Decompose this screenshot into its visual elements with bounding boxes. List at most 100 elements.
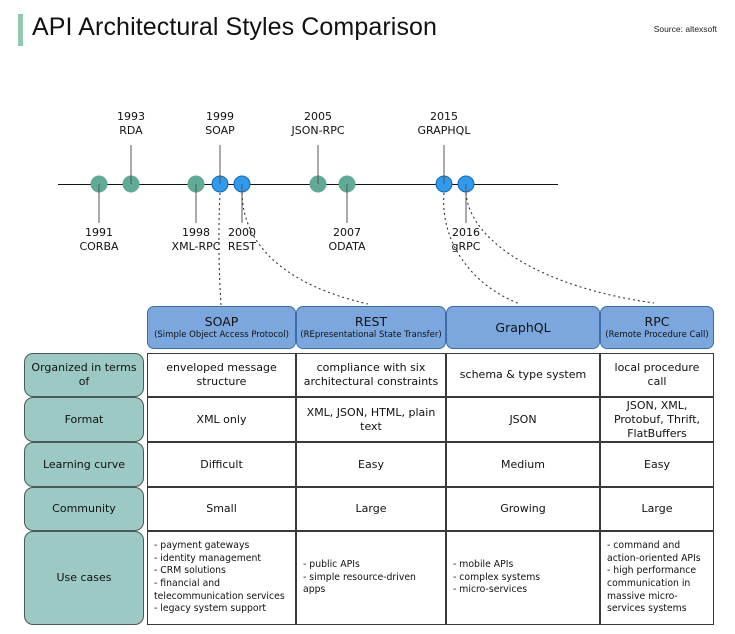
title-accent-bar (18, 14, 23, 46)
timeline-year: 2015 (430, 110, 458, 123)
header-title: GraphQL (495, 320, 551, 335)
cell-text: JSON (509, 412, 537, 426)
table-cell: - mobile APIs- complex systems- micro-se… (446, 531, 600, 625)
cell-text: local procedure call (614, 361, 700, 388)
timeline-name: JSON-RPC (291, 124, 345, 137)
timeline-year: 1993 (117, 110, 145, 123)
cell-text: Small (206, 502, 237, 515)
timeline-dot-rda[interactable] (122, 175, 140, 193)
header-subtitle: (Simple Object Access Protocol) (154, 330, 289, 340)
timeline-stem-corba (98, 184, 100, 223)
cell-text: enveloped message structure (166, 361, 277, 388)
cell-text: Growing (500, 502, 546, 515)
list-item: - public APIs (303, 559, 360, 571)
table-cell: Small (147, 487, 296, 531)
table-cell: - command and action-oriented APIs- high… (600, 531, 714, 625)
timeline-name: RDA (119, 124, 143, 137)
header-subtitle: (REpresentational State Transfer) (300, 330, 442, 340)
timeline-stem-json-rpc (317, 145, 319, 184)
timeline-name: SOAP (205, 124, 235, 137)
timeline-stem-graphql (443, 145, 445, 184)
table-cell: local procedure call (600, 353, 714, 397)
timeline-axis (58, 184, 558, 185)
table-header-graphql[interactable]: GraphQL (446, 306, 600, 349)
table-cell: enveloped message structure (147, 353, 296, 397)
row-label-format[interactable]: Format (24, 397, 144, 442)
timeline-name: XML-RPC (171, 240, 221, 253)
table-cell: Easy (296, 442, 446, 487)
cell-text: - public APIs- simple resource-driven ap… (303, 559, 441, 597)
list-item: - complex systems (453, 571, 541, 583)
page-title: API Architectural Styles Comparison (32, 13, 438, 41)
cell-text: JSON, XML, Protobuf, Thrift, FlatBuffers (613, 398, 701, 440)
row-label-use-cases[interactable]: Use cases (24, 531, 144, 625)
timeline-stem-xml-rpc (195, 184, 197, 223)
table-header-rpc[interactable]: RPC(Remote Procedure Call) (600, 306, 714, 349)
cell-text: Difficult (200, 457, 243, 471)
list-item: - command and action-oriented APIs (607, 540, 701, 564)
table-cell: JSON, XML, Protobuf, Thrift, FlatBuffers (600, 397, 714, 442)
table-cell: JSON (446, 397, 600, 442)
header-title: SOAP (204, 314, 239, 329)
table-header-rest[interactable]: REST(REpresentational State Transfer) (296, 306, 446, 349)
cell-text: schema & type system (459, 368, 587, 381)
title-bar: API Architectural Styles Comparison Sour… (0, 0, 735, 62)
list-item: - mobile APIs (453, 559, 514, 571)
list-item: - micro-services (453, 584, 528, 596)
timeline-year: 1999 (205, 110, 234, 123)
timeline-year: 2005 (303, 110, 332, 123)
cell-text: - mobile APIs- complex systems- micro-se… (453, 559, 595, 597)
timeline-dot-json-rpc[interactable] (309, 175, 327, 193)
table-cell: - payment gateways- identity management-… (147, 531, 296, 625)
list-item: - simple resource-driven apps (303, 571, 416, 596)
cell-text: Medium (501, 457, 545, 471)
timeline-year: 1998 (181, 226, 210, 239)
table-cell: XML only (147, 397, 296, 442)
cell-text: Easy (644, 457, 670, 471)
list-item: - financial and telecommunication servic… (154, 578, 285, 602)
timeline-name: GRAPHQL (417, 124, 471, 137)
table-cell: Medium (446, 442, 600, 487)
cell-text: compliance with six architectural constr… (303, 361, 439, 388)
table-cell: schema & type system (446, 353, 600, 397)
table-cell: Easy (600, 442, 714, 487)
list-item: - legacy system support (154, 603, 267, 615)
header-title: REST (354, 314, 388, 329)
header-subtitle: (Remote Procedure Call) (605, 330, 709, 340)
table-cell: Growing (446, 487, 600, 531)
table-header-soap[interactable]: SOAP(Simple Object Access Protocol) (147, 306, 296, 349)
row-label-organized-in-terms-of[interactable]: Organized in terms of (24, 353, 144, 397)
list-item: - identity management (154, 552, 262, 564)
row-label-community[interactable]: Community (24, 487, 144, 531)
header-title: RPC (644, 314, 670, 329)
table-cell: compliance with six architectural constr… (296, 353, 446, 397)
cell-text: Easy (358, 457, 384, 471)
list-item: - CRM solutions (154, 565, 226, 577)
list-item: - payment gateways (154, 540, 250, 552)
table-cell: Difficult (147, 442, 296, 487)
table-cell: Large (296, 487, 446, 531)
source-attribution: Source: altexsoft (653, 24, 717, 34)
cell-text: Large (355, 502, 387, 515)
cell-text: - command and action-oriented APIs- high… (607, 540, 709, 616)
table-cell: Large (600, 487, 714, 531)
list-item: - high performance communication in mass… (607, 565, 697, 615)
cell-text: Large (641, 502, 673, 515)
timeline-name: CORBA (79, 240, 119, 253)
timeline-stem-rda (130, 145, 132, 184)
table-cell: XML, JSON, HTML, plain text (296, 397, 446, 442)
table-cell: - public APIs- simple resource-driven ap… (296, 531, 446, 625)
cell-text: XML only (196, 412, 247, 426)
timeline-stem-soap (219, 145, 221, 184)
row-label-learning-curve[interactable]: Learning curve (24, 442, 144, 487)
cell-text: - payment gateways- identity management-… (154, 540, 291, 616)
cell-text: XML, JSON, HTML, plain text (306, 405, 436, 433)
